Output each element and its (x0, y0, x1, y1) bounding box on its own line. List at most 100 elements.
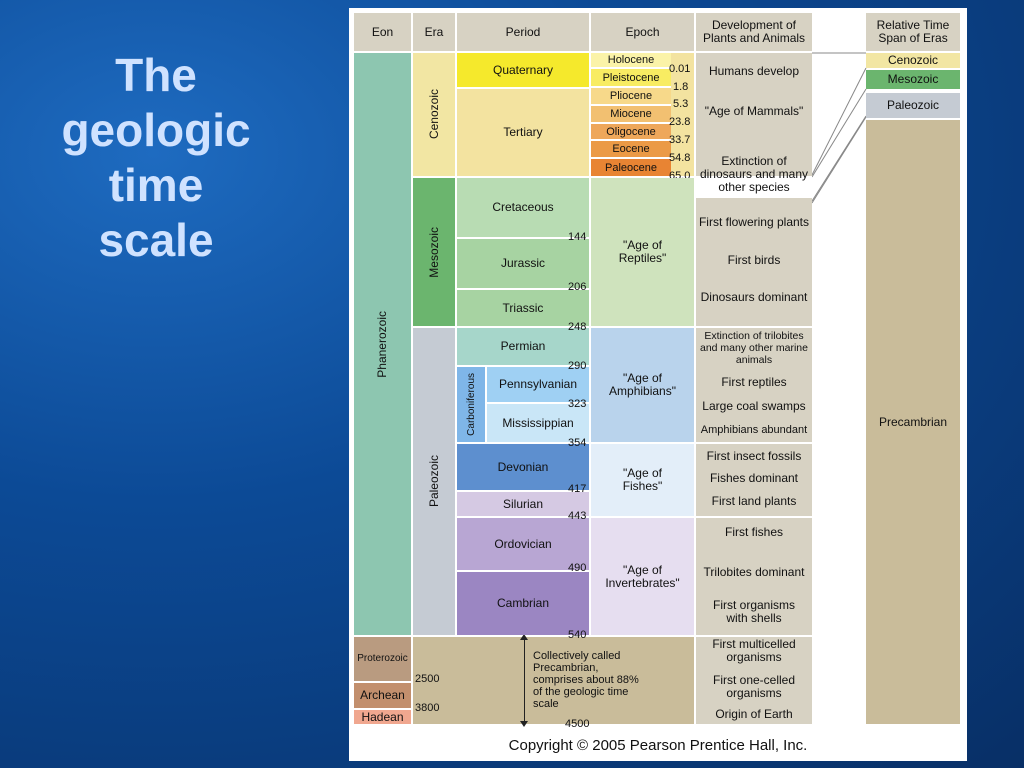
header-epoch: Epoch (591, 13, 694, 51)
age-label: 443 (568, 510, 587, 522)
development-amphibians-abundant: Amphibians abundant (700, 424, 808, 436)
arrow-down-icon (520, 721, 528, 727)
header-period: Period (457, 13, 589, 51)
period-devonian: Devonian (457, 444, 589, 490)
age-label: 5.3 (673, 98, 689, 110)
eon-proterozoic: Proterozoic (354, 637, 411, 681)
age-label: 3800 (415, 702, 440, 714)
age-label: 0.01 (669, 63, 691, 75)
development-carboniferous-block (696, 328, 812, 442)
development-one-celled: First one-celled organisms (712, 673, 796, 700)
title-line: time (108, 159, 204, 211)
development-mesozoic-block (696, 198, 812, 326)
development-multicelled: First multicelled organisms (712, 637, 796, 664)
relative-mesozoic: Mesozoic (866, 70, 960, 89)
copyright-notice: Copyright © 2005 Pearson Prentice Hall, … (508, 737, 808, 754)
age-label: 490 (568, 562, 587, 574)
epoch-oligocene: Oligocene (591, 124, 671, 139)
precambrian-arrow-line (524, 636, 525, 724)
header-development: Development of Plants and Animals (696, 13, 812, 51)
precambrian-note: Collectively called Precambrian, compris… (533, 650, 639, 710)
period-cretaceous: Cretaceous (457, 178, 589, 237)
eon-archean: Archean (354, 683, 411, 708)
development-cenozoic-block (696, 53, 812, 176)
period-permian: Permian (457, 328, 589, 365)
age-label: 323 (568, 398, 587, 410)
age-label: 417 (568, 483, 587, 495)
development-origin-earth: Origin of Earth (715, 706, 793, 721)
slide-title: The geologic time scale (18, 48, 294, 268)
development-fishes-dominant: Fishes dominant (709, 470, 799, 485)
development-early-paleozoic-block (696, 518, 812, 635)
age-label: 206 (568, 281, 587, 293)
period-jurassic: Jurassic (457, 239, 589, 288)
era-paleozoic-label: Paleozoic (426, 455, 441, 508)
geologic-time-scale-figure: Eon Era Period Epoch Development of Plan… (349, 8, 967, 761)
title-line: The (115, 49, 197, 101)
age-label: 354 (568, 437, 587, 449)
age-label: 2500 (415, 673, 440, 685)
age-label: 248 (568, 321, 587, 333)
age-label: 54.8 (669, 152, 691, 164)
title-line: scale (98, 214, 214, 266)
development-first-fishes: First fishes (724, 524, 783, 539)
era-cenozoic: Cenozoic (413, 53, 455, 176)
title-line: geologic (61, 104, 251, 156)
age-label: 23.8 (669, 116, 691, 128)
header-eon: Eon (354, 13, 411, 51)
development-land-plants: First land plants (711, 493, 797, 508)
age-label: 144 (568, 231, 587, 243)
period-silurian: Silurian (457, 492, 589, 516)
eon-hadean: Hadean (354, 710, 411, 724)
epoch-age-of-fishes: "Age of Fishes" (591, 444, 694, 516)
period-mississippian: Mississippian (487, 404, 589, 442)
age-label: 290 (568, 360, 587, 372)
development-extinction-dinosaurs-overlay (696, 173, 812, 217)
epoch-miocene: Miocene (591, 106, 671, 122)
development-humans: Humans develop (708, 63, 800, 78)
period-cambrian: Cambrian (457, 572, 589, 635)
age-label: 540 (568, 629, 587, 641)
development-flowering-plants: First flowering plants (698, 214, 810, 229)
age-label: 1.8 (673, 81, 689, 93)
epoch-age-of-amphibians: "Age of Amphibians" (591, 328, 694, 442)
period-carboniferous: Carboniferous (457, 367, 485, 442)
age-label: 4500 (565, 718, 590, 730)
development-extinction-trilobites: Extinction of trilobites and many other … (700, 330, 808, 366)
header-era: Era (413, 13, 455, 51)
epoch-age-of-invertebrates: "Age of Invertebrates" (591, 518, 694, 635)
development-insect-fossils: First insect fossils (706, 448, 802, 463)
epoch-age-column (671, 53, 694, 176)
era-cenozoic-label: Cenozoic (426, 89, 441, 140)
period-triassic: Triassic (457, 290, 589, 326)
epoch-pliocene: Pliocene (591, 88, 671, 104)
era-mesozoic: Mesozoic (413, 178, 455, 326)
development-coal-swamps: Large coal swamps (702, 398, 806, 413)
development-first-reptiles: First reptiles (721, 374, 787, 389)
period-quaternary: Quaternary (457, 53, 589, 87)
epoch-holocene: Holocene (591, 53, 671, 67)
development-trilobites-dominant: Trilobites dominant (703, 564, 805, 579)
period-tertiary: Tertiary (457, 89, 589, 176)
development-age-of-mammals: "Age of Mammals" (704, 103, 804, 118)
epoch-pleistocene: Pleistocene (591, 69, 671, 86)
development-shells: First organisms with shells (712, 598, 795, 625)
development-devonian-block (696, 444, 812, 516)
arrow-up-icon (520, 634, 528, 640)
era-paleozoic: Paleozoic (413, 328, 455, 635)
relative-precambrian: Precambrian (866, 120, 960, 724)
relative-span-connectors (812, 52, 867, 204)
period-ordovician: Ordovician (457, 518, 589, 570)
development-first-birds: First birds (727, 252, 781, 267)
development-dinosaurs-dominant: Dinosaurs dominant (700, 289, 808, 304)
epoch-age-of-reptiles: "Age of Reptiles" (591, 178, 694, 326)
precambrian-block (413, 637, 694, 724)
period-carboniferous-label: Carboniferous (465, 373, 477, 436)
era-mesozoic-label: Mesozoic (426, 226, 441, 278)
eon-phanerozoic: Phanerozoic (354, 53, 411, 635)
relative-cenozoic: Cenozoic (866, 53, 960, 68)
eon-phanerozoic-label: Phanerozoic (375, 310, 389, 378)
header-relative-time: Relative Time Span of Eras (866, 13, 960, 51)
relative-paleozoic: Paleozoic (866, 93, 960, 118)
period-pennsylvanian: Pennsylvanian (487, 367, 589, 402)
